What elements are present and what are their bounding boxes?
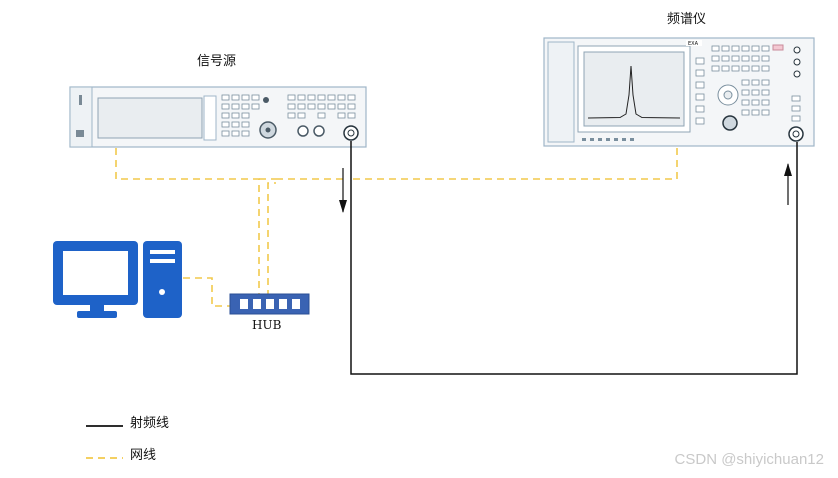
signal-generator: [69, 86, 367, 148]
signal-source-label: 信号源: [197, 54, 237, 69]
hub-icon: [229, 293, 310, 315]
network-cables: [115, 148, 678, 307]
rf-cable: [339, 141, 798, 375]
computer-icon: [53, 241, 182, 318]
spectrum-analyzer-label: 频谱仪: [667, 12, 707, 27]
legend-network-label: 网线: [130, 448, 157, 463]
analyzer-badge: EXA: [688, 41, 699, 47]
spectrum-analyzer: EXA: [543, 37, 815, 147]
watermark: CSDN @shiyichuan12: [674, 451, 824, 468]
hub-label: HUB: [252, 318, 282, 332]
legend-rf-label: 射频线: [130, 416, 170, 431]
